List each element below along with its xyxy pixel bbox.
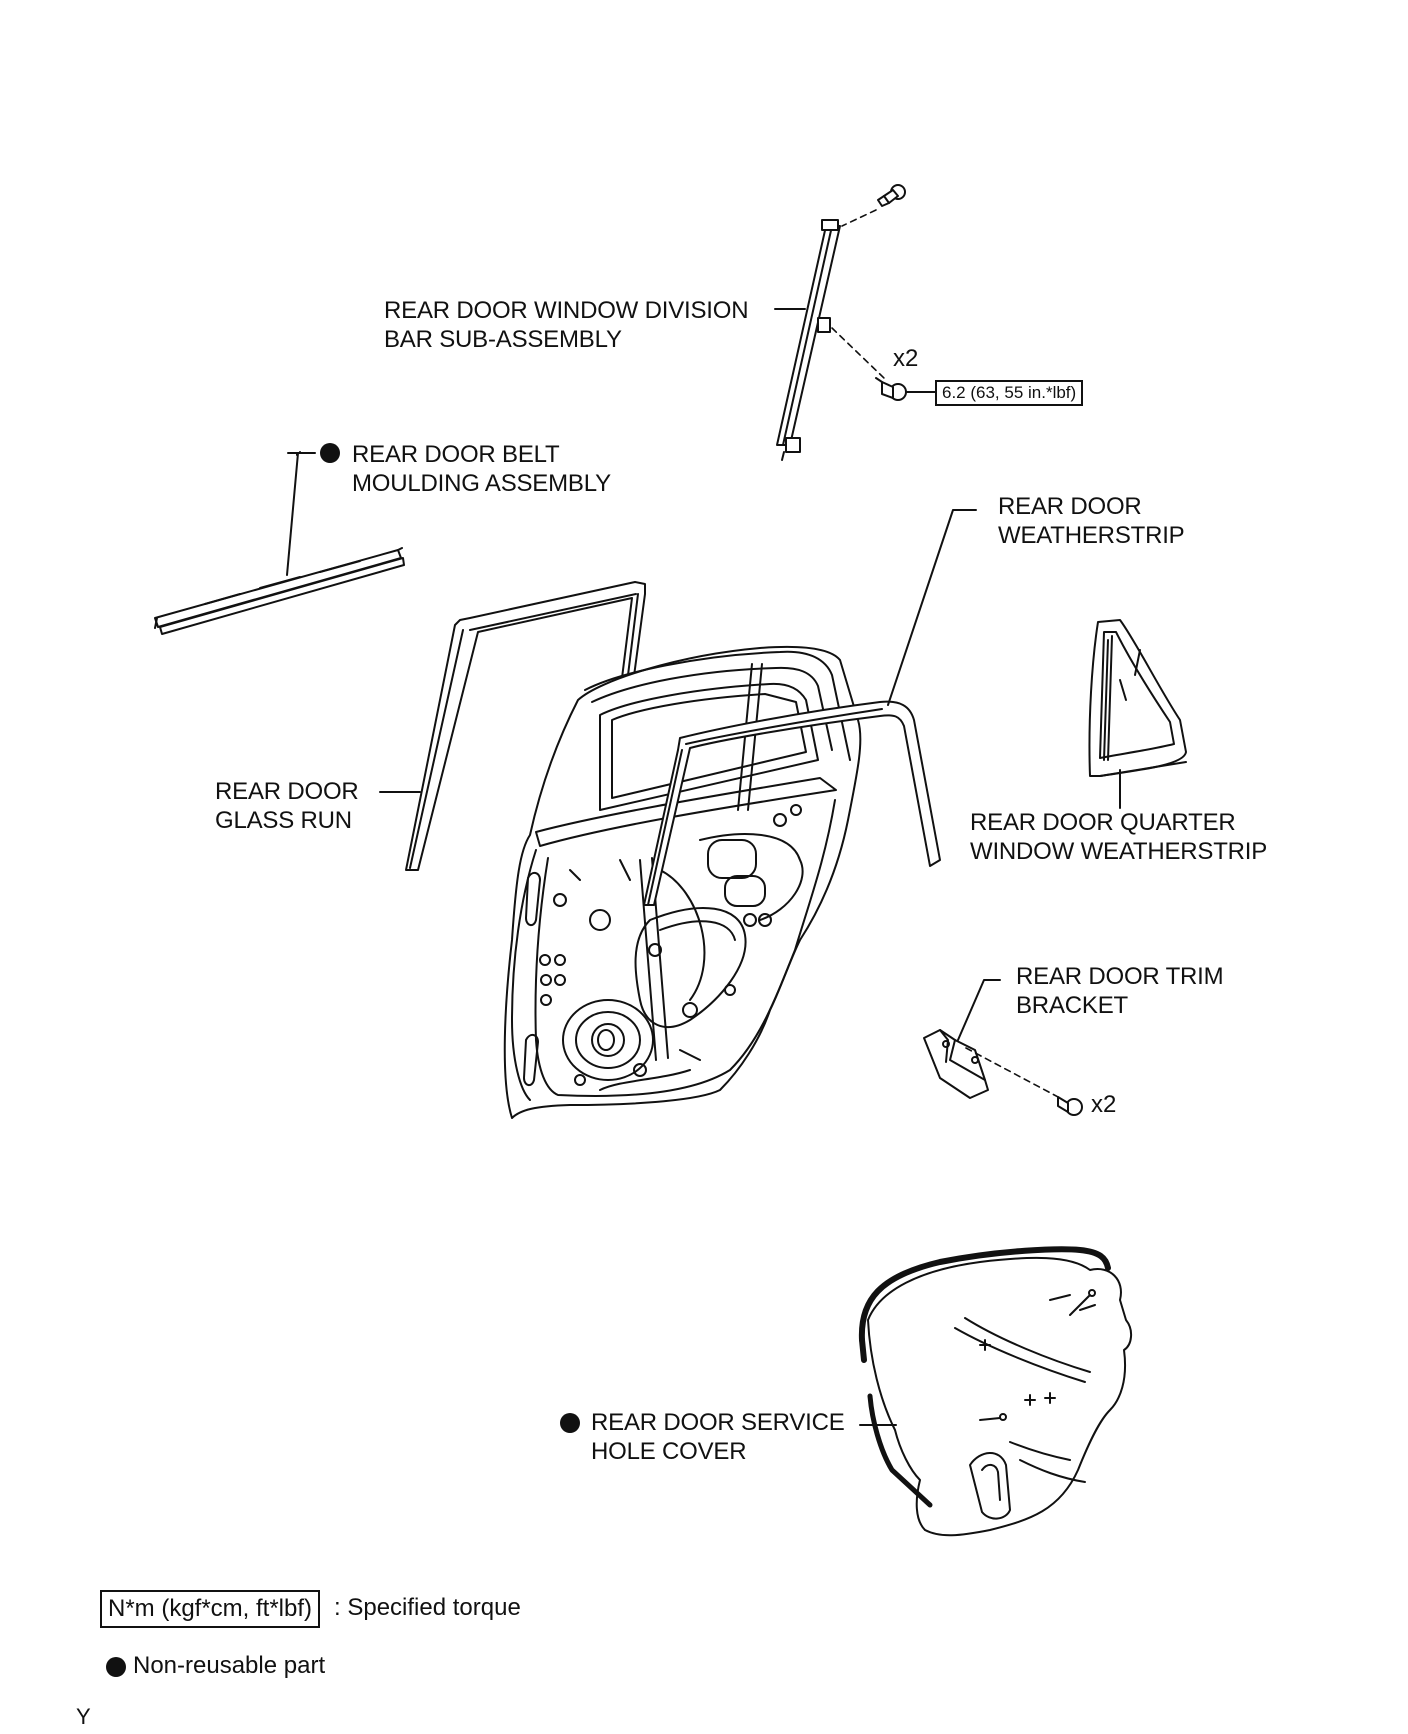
weatherstrip-label-line2: WEATHERSTRIP	[998, 522, 1185, 549]
division-bar-torque-spec: 6.2 (63, 55 in.*lbf)	[935, 380, 1084, 406]
trim-bracket-leader	[957, 979, 1001, 1041]
service-hole-cover-label-line1: REAR DOOR SERVICE	[591, 1409, 845, 1436]
glass-run-label-line2: GLASS RUN	[215, 807, 352, 834]
weatherstrip-label-line1: REAR DOOR	[998, 493, 1142, 520]
trim-bracket-bolt	[1057, 1096, 1083, 1116]
trim-bracket-part	[923, 1029, 989, 1099]
service-hole-cover-label-line2: HOLE COVER	[591, 1438, 747, 1465]
quarter-window-weatherstrip-part	[1088, 619, 1187, 777]
division-bar-label-line2: BAR SUB-ASSEMBLY	[384, 326, 622, 353]
legend-torque-box: N*m (kgf*cm, ft*lbf)	[100, 1590, 321, 1628]
weatherstrip-label: REAR DOOR WEATHERSTRIP	[998, 492, 1185, 550]
division-bar-top-bolt	[877, 184, 906, 207]
division-bar-lower-bolt	[875, 377, 907, 401]
quarter-weatherstrip-label-line2: WINDOW WEATHERSTRIP	[970, 838, 1268, 865]
nonreusable-mark-belt-moulding	[320, 443, 340, 463]
legend-torque-text: : Specified torque	[334, 1594, 521, 1621]
trim-bracket-label-line1: REAR DOOR TRIM	[1016, 963, 1224, 990]
belt-moulding-label: REAR DOOR BELT MOULDING ASSEMBLY	[352, 440, 611, 498]
trim-bracket-quantity: x2	[1091, 1091, 1117, 1118]
quarter-weatherstrip-label: REAR DOOR QUARTER WINDOW WEATHERSTRIP	[970, 808, 1267, 866]
trim-bracket-label-line2: BRACKET	[1016, 992, 1128, 1019]
quarter-weatherstrip-label-line1: REAR DOOR QUARTER	[970, 809, 1236, 836]
service-hole-cover-label: REAR DOOR SERVICE HOLE COVER	[591, 1408, 845, 1466]
division-bar-lower-bolt-leader	[831, 327, 885, 379]
legend-nonreusable-dot	[106, 1657, 126, 1677]
glass-run-label-line1: REAR DOOR	[215, 778, 359, 805]
figure-tag: Y	[76, 1704, 91, 1729]
belt-moulding-part	[154, 547, 405, 635]
belt-moulding-label-line2: MOULDING ASSEMBLY	[352, 470, 611, 497]
division-bar-quantity: x2	[893, 345, 919, 372]
trim-bracket-label: REAR DOOR TRIM BRACKET	[1016, 962, 1224, 1020]
nonreusable-mark-service-hole-cover	[560, 1413, 580, 1433]
division-bar-label-line1: REAR DOOR WINDOW DIVISION	[384, 297, 749, 324]
division-bar-top-bolt-leader	[841, 209, 877, 227]
division-bar-part	[776, 219, 841, 461]
belt-moulding-leader-line	[286, 452, 299, 576]
service-hole-cover-part	[858, 1246, 1132, 1537]
rear-door-panel	[503, 645, 862, 1119]
trim-bracket-bolt-leader	[965, 1047, 1061, 1099]
legend-nonreusable-text: Non-reusable part	[133, 1652, 326, 1679]
glass-run-label: REAR DOOR GLASS RUN	[215, 777, 359, 835]
door-weatherstrip-part	[643, 700, 941, 906]
weatherstrip-leader	[887, 509, 977, 706]
belt-moulding-label-line1: REAR DOOR BELT	[352, 441, 560, 468]
division-bar-label: REAR DOOR WINDOW DIVISION BAR SUB-ASSEMB…	[384, 296, 749, 354]
